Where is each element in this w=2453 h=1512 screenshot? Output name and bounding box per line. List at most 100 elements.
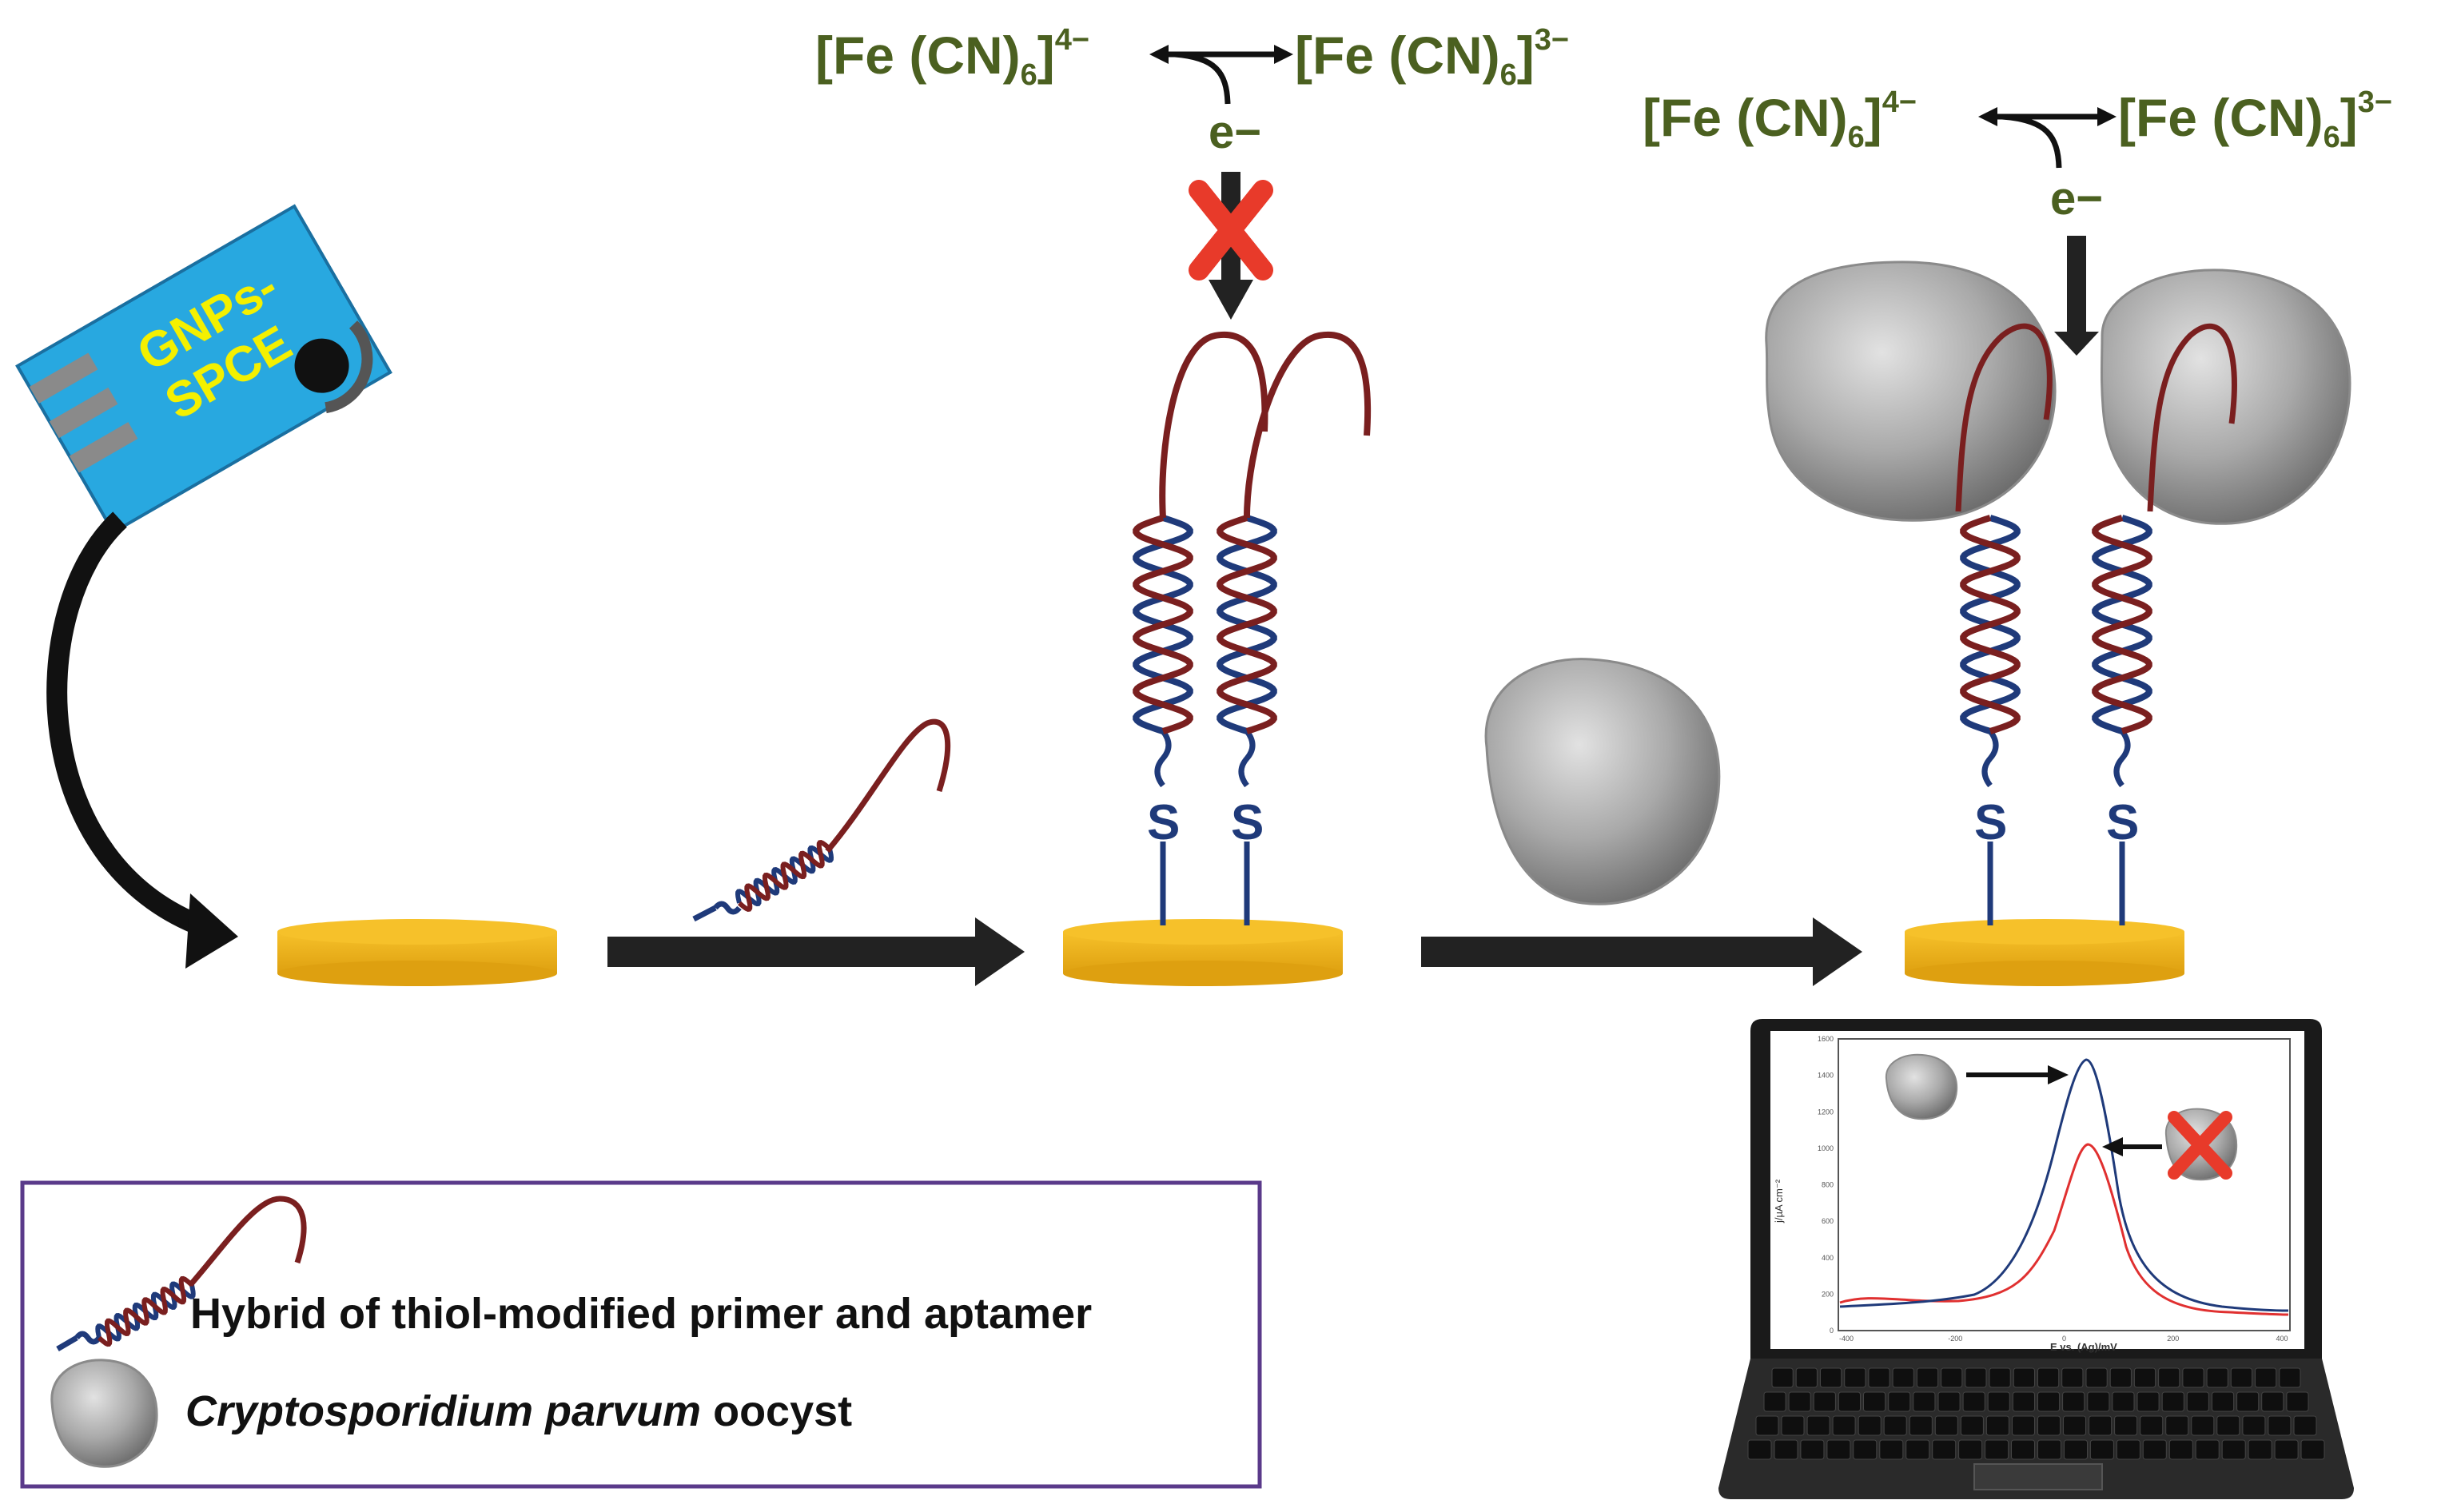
keyboard-key (2161, 1391, 2184, 1412)
keyboard-key (1985, 1439, 2009, 1460)
curve-without-oocyst (1839, 1143, 2289, 1316)
svg-text:[Fe (CN)6]4−: [Fe (CN)6]4− (815, 23, 1089, 92)
plot-ytick-label: 1200 (1818, 1108, 1834, 1116)
process-arrow-1 (607, 917, 1025, 986)
keyboard-key (2037, 1439, 2061, 1460)
keyboard-key (1826, 1439, 1851, 1460)
svg-text:[Fe (CN)6]3−: [Fe (CN)6]3− (1295, 23, 1569, 92)
laptop (1718, 1019, 2354, 1499)
keyboard-key (1958, 1439, 1983, 1460)
keyboard-key (1962, 1391, 1985, 1412)
redox-2-left-sub: 6 (1848, 121, 1865, 154)
keyboard-key (2279, 1367, 2301, 1388)
keyboard-key (1832, 1415, 1856, 1436)
keyboard-key (2230, 1367, 2253, 1388)
redox-1-electron: e− (1209, 106, 1261, 158)
thiol-label: S (2106, 795, 2139, 850)
keyboard-key (2037, 1367, 2060, 1388)
process-arrow-2 (1421, 917, 1862, 986)
keyboard-key (1987, 1391, 2010, 1412)
plot-arrow-without (2102, 1137, 2162, 1156)
legend-oocyst-icon (50, 1359, 158, 1468)
plot-ytick-label: 1400 (1818, 1072, 1834, 1080)
aptamer-strand (1960, 515, 2021, 734)
keyboard-key (2037, 1391, 2061, 1412)
keyboard-key (1879, 1439, 1904, 1460)
probe-stage3-a: S (1960, 515, 2021, 925)
keyboard-key (1868, 1367, 1890, 1388)
plot-ytick-label: 400 (1822, 1254, 1834, 1262)
keyboard-key (2274, 1439, 2299, 1460)
keyboard-key (2236, 1391, 2260, 1412)
keyboard-key (1937, 1391, 1961, 1412)
keyboard-key (2182, 1367, 2204, 1388)
keyboard-key (2089, 1415, 2113, 1436)
probe-stage2-a: S (1133, 331, 1268, 925)
keyboard-key (1892, 1367, 1914, 1388)
keyboard-key (1916, 1367, 1939, 1388)
plot-cross-icon (2168, 1111, 2232, 1180)
keyboard-key (1888, 1391, 1911, 1412)
keyboard-key (1985, 1415, 2009, 1436)
curved-arrow-head (185, 893, 238, 969)
keyboard-key (2165, 1415, 2189, 1436)
keyboard-key (2186, 1391, 2209, 1412)
keyboard-key (1771, 1367, 1794, 1388)
keyboard-key (2261, 1391, 2284, 1412)
probe-stage2-b: S (1217, 331, 1372, 925)
svg-text:[Fe (CN)6]3−: [Fe (CN)6]3− (2118, 86, 2392, 154)
keyboard-key (1774, 1439, 1798, 1460)
aptamer-tail-3a (1955, 323, 2053, 512)
keyboard-key (1960, 1415, 1984, 1436)
keyboard-key (1747, 1439, 1772, 1460)
legend-helix (95, 1275, 196, 1347)
redox-equation-1: [Fe (CN)6]4− [Fe (CN)6]3− e− (815, 23, 1569, 158)
keyboard-key (1838, 1391, 1861, 1412)
keyboard-key (2109, 1367, 2132, 1388)
keyboard-key (2248, 1439, 2272, 1460)
keyboard-key (1800, 1439, 1825, 1460)
plot-frame (1838, 1038, 2291, 1331)
keyboard-key (2221, 1439, 2246, 1460)
keyboard-key (2037, 1415, 2061, 1436)
keyboard-key (1858, 1415, 1882, 1436)
aptamer-strand (97, 1275, 194, 1347)
legend-oocyst-rest: oocyst (701, 1387, 852, 1435)
electron-transfer-arrow (2054, 236, 2099, 356)
aptamer-tail (1244, 331, 1372, 519)
keyboard-key (1795, 1367, 1818, 1388)
hybrid-probe-small (692, 718, 951, 922)
keyboard-key (2013, 1367, 2036, 1388)
gold-disk-1 (277, 919, 557, 986)
aptamer-strand (738, 840, 831, 912)
keyboard-key (2012, 1415, 2035, 1436)
redox-2-electron: e− (2050, 173, 2103, 225)
redox-1-left-sup: 4− (1055, 23, 1089, 57)
keyboard-key (2116, 1439, 2140, 1460)
redox-2-left-sup: 4− (1882, 86, 1917, 119)
laptop-touchpad (1973, 1463, 2103, 1490)
strip-contact-3 (69, 422, 138, 473)
keyboard-key (1763, 1391, 1786, 1412)
redox-1-right-base: [Fe (CN) (1295, 26, 1500, 85)
keyboard-key (2158, 1367, 2180, 1388)
gold-disk-2 (1063, 919, 1343, 986)
redox-1-left-base: [Fe (CN) (815, 26, 1021, 85)
keyboard-key (2063, 1415, 2086, 1436)
keyboard-key (2212, 1391, 2235, 1412)
redox-2-right-base: [Fe (CN) (2118, 88, 2324, 147)
keyboard-key (1853, 1439, 1878, 1460)
laptop-screen (1770, 1031, 2304, 1349)
plot-xtick-label: -400 (1839, 1335, 1854, 1343)
keyboard-key (2168, 1439, 2193, 1460)
plot-ytick-label: 1600 (1818, 1035, 1834, 1043)
redox-arrow-2 (1978, 107, 2117, 169)
keyboard-key (1883, 1415, 1907, 1436)
keyboard-key (2062, 1391, 2085, 1412)
oocyst-free (1484, 658, 1721, 905)
thiol-label: S (1231, 795, 1264, 850)
keyboard-key (1781, 1415, 1805, 1436)
keyboard-key (1788, 1391, 1811, 1412)
keyboard-key (2011, 1439, 2035, 1460)
